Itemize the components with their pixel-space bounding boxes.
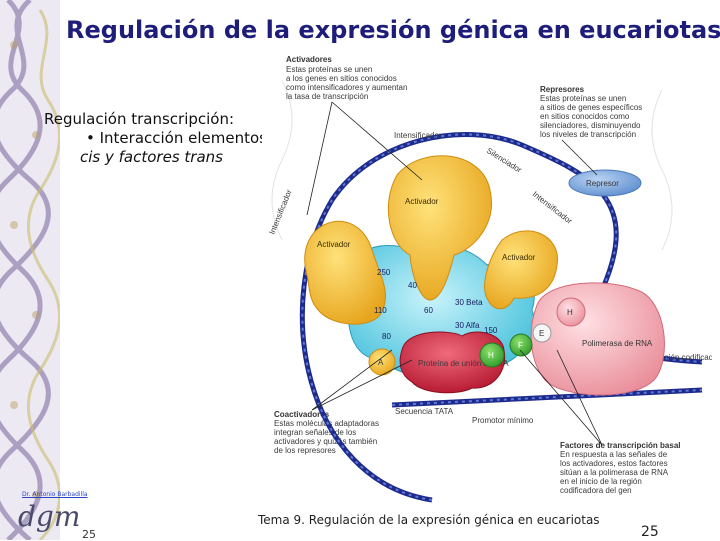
svg-text:integran señales de los: integran señales de los [274, 428, 356, 437]
svg-text:sitúan a la polimerasa de RNA: sitúan a la polimerasa de RNA [560, 468, 669, 477]
slide-title: Regulación de la expresión génica en euc… [66, 16, 720, 44]
dgm-logo: dgm [16, 498, 86, 534]
svg-text:la tasa de transcripción: la tasa de transcripción [286, 92, 368, 101]
factor-f-label: F [518, 341, 523, 350]
logo-number: 25 [82, 528, 96, 541]
svg-text:Factores de transcripción basa: Factores de transcripción basal [560, 441, 681, 450]
svg-text:Estas proteínas se unen: Estas proteínas se unen [540, 94, 626, 103]
factor-h-low-label: H [488, 351, 494, 360]
svg-text:150: 150 [484, 326, 498, 335]
slide-subtitle: Regulación transcripción: • Interacción … [44, 110, 267, 167]
activator-left-label: Activador [317, 240, 351, 249]
subtitle-line-1: Regulación transcripción: [44, 110, 234, 128]
repressor-label: Represor [586, 179, 619, 188]
tata-sequence-label: Secuencia TATA [395, 407, 454, 416]
subtitle-cis: cis [80, 148, 100, 166]
svg-text:de los represores: de los represores [274, 446, 336, 455]
svg-text:activadores y quizás también: activadores y quizás también [274, 437, 377, 446]
footer-text: Tema 9. Regulación de la expresión génic… [258, 513, 600, 527]
svg-text:en sitios conocidos como: en sitios conocidos como [540, 112, 630, 121]
polymerase-label: Polimerasa de RNA [582, 339, 653, 348]
factor-h-top-label: H [567, 308, 573, 317]
svg-text:a los genes en sitios conocido: a los genes en sitios conocidos [286, 74, 397, 83]
page-number: 25 [641, 524, 659, 540]
subtitle-line-2: • Interacción elementos [44, 129, 267, 148]
activator-center-label: Activador [405, 197, 439, 206]
svg-text:en el inicio de la región: en el inicio de la región [560, 477, 642, 486]
svg-text:110: 110 [374, 306, 387, 315]
activator-right-label: Activador [502, 253, 536, 262]
subtitle-trans: trans [184, 148, 223, 166]
svg-text:los niveles de transcripción: los niveles de transcripción [540, 130, 636, 139]
dna-border-decoration [0, 0, 60, 540]
subtitle-line-3: cis y factores trans [44, 148, 267, 167]
svg-text:silenciadores, disminuyendo: silenciadores, disminuyendo [540, 121, 641, 130]
svg-text:codificadora del gen: codificadora del gen [560, 486, 632, 495]
svg-text:40: 40 [408, 281, 417, 290]
transcription-figure: Activadores Estas proteínas se unen a lo… [262, 50, 712, 535]
author-link[interactable]: Dr. Antonio Barbadilla [22, 491, 88, 498]
svg-text:los activadores, estos factore: los activadores, estos factores [560, 459, 668, 468]
svg-text:60: 60 [424, 306, 433, 315]
intensifier-top-label: Intensificador [394, 131, 442, 140]
svg-text:30 Beta: 30 Beta [455, 298, 483, 307]
svg-text:dgm: dgm [18, 500, 80, 533]
svg-text:Estas proteínas se unen: Estas proteínas se unen [286, 65, 372, 74]
factor-e-label: E [539, 329, 544, 338]
svg-text:En respuesta a las señales de: En respuesta a las señales de [560, 450, 668, 459]
min-promoter-label: Promotor mínimo [472, 416, 534, 425]
svg-text:Represores: Represores [540, 85, 585, 94]
svg-text:250: 250 [377, 268, 391, 277]
svg-text:30 Alfa: 30 Alfa [455, 321, 480, 330]
svg-text:a sitios de genes específicos: a sitios de genes específicos [540, 103, 642, 112]
subtitle-and: y factores [100, 148, 184, 166]
svg-text:como intensificadores y aument: como intensificadores y aumentan [286, 83, 407, 92]
svg-text:Activadores: Activadores [286, 55, 332, 64]
svg-text:80: 80 [382, 332, 391, 341]
